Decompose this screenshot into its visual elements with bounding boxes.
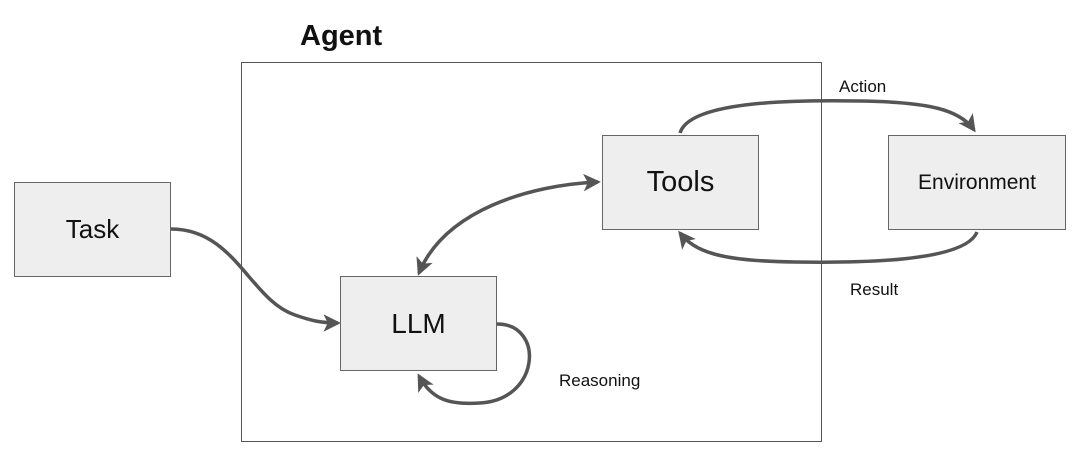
result-arrow [678,230,979,264]
action-arrow [678,98,976,134]
llm-node: LLM [340,276,497,371]
tools-node-label: Tools [646,166,715,198]
task-node-label: Task [65,214,120,244]
agent-container [241,62,822,442]
reasoning-label: Reasoning [559,371,641,390]
environment-node: Environment [888,135,1066,230]
environment-node-label: Environment [918,170,1036,194]
agent-title: Agent [300,20,383,52]
llm-tools-bidirectional-arrow [416,173,601,276]
tools-node: Tools [602,135,759,230]
llm-node-label: LLM [391,307,446,339]
action-label: Action [839,77,887,96]
result-label: Result [850,280,899,299]
task-node: Task [14,182,171,277]
reasoning-loop-arrow [417,322,532,406]
task-to-llm-arrow [170,227,341,332]
